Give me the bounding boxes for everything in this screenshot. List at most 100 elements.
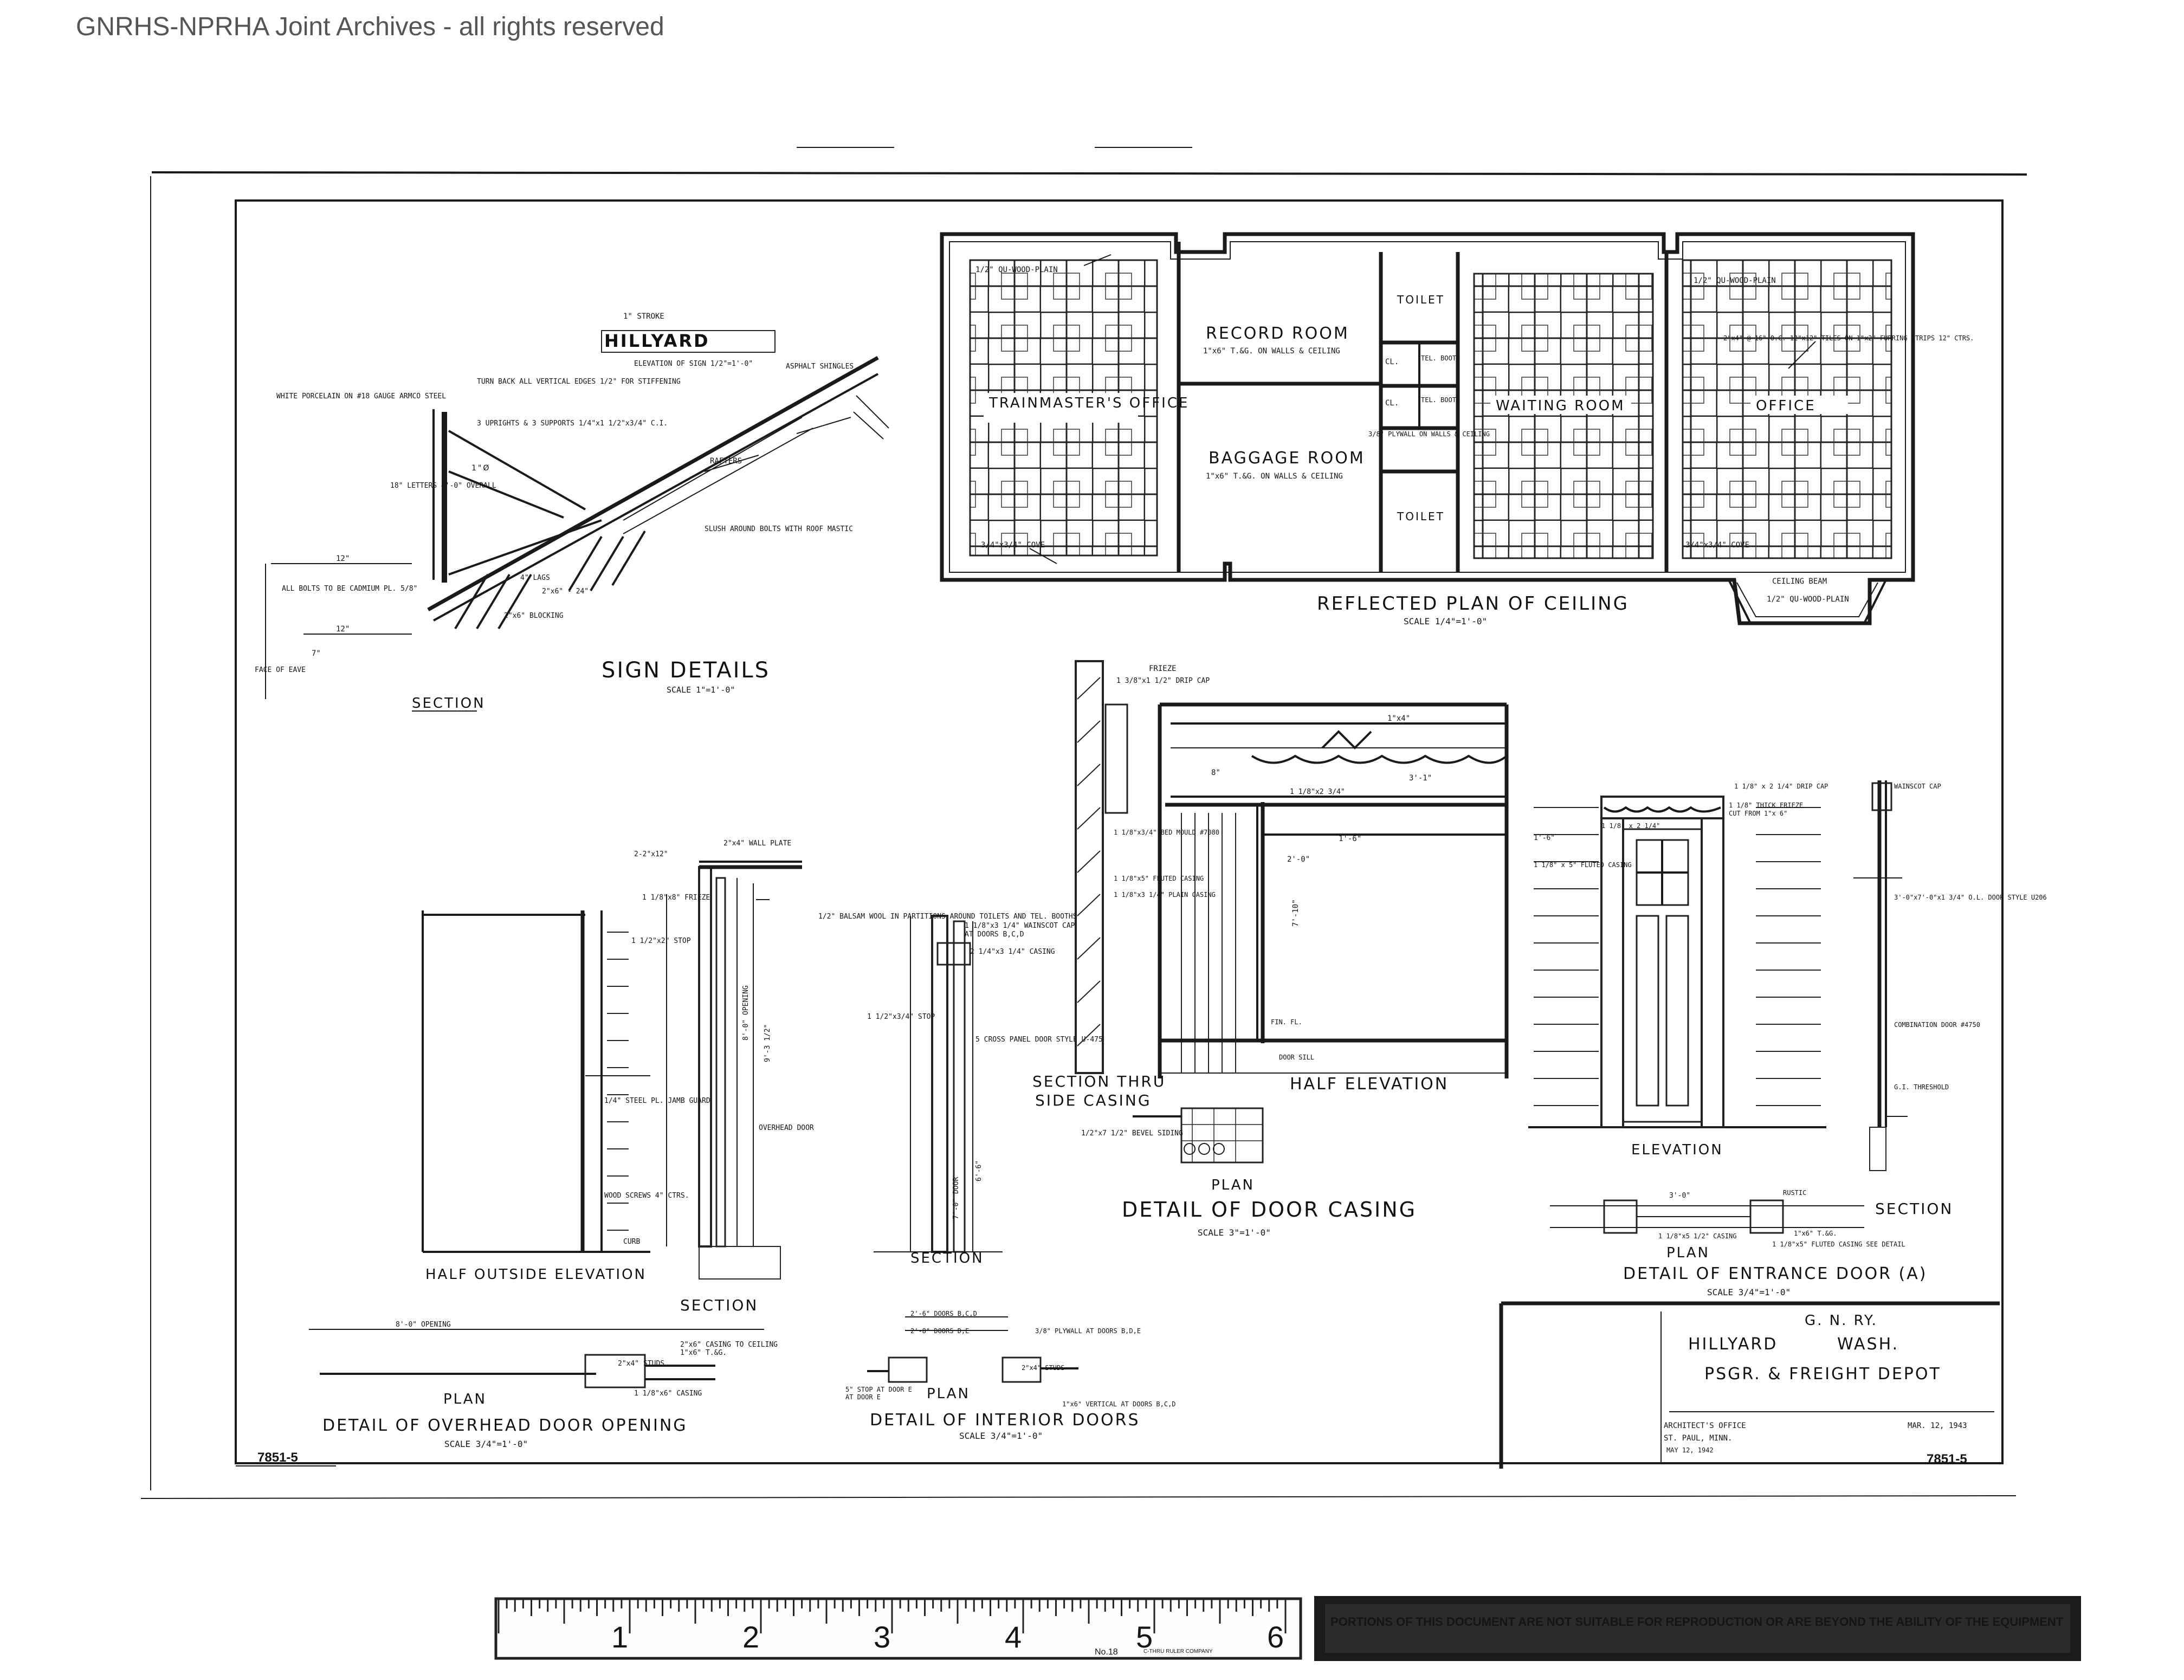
dc-dim-20: 2'-0" bbox=[1287, 855, 1310, 864]
room-waiting: WAITING ROOM bbox=[1496, 398, 1625, 414]
dc-fin-fl: FIN. FL. bbox=[1271, 1018, 1302, 1026]
ed-drip-cap: 1 1/8" x 2 1/4" DRIP CAP bbox=[1734, 783, 1828, 790]
id-scale: SCALE 3/4"=1'-0" bbox=[959, 1431, 1043, 1441]
sign-member: 2"x6" - 24" bbox=[542, 587, 589, 596]
od-studs: 2"x4" STUDS bbox=[618, 1360, 664, 1368]
tb-date: MAY 12, 1942 bbox=[1666, 1446, 1714, 1454]
id-vertical: 1"x6" VERTICAL AT DOORS B,C,D bbox=[1062, 1400, 1176, 1408]
sign-letters: 18" LETTERS 4'-0" OVERALL bbox=[390, 482, 496, 490]
id-panel-door: 5 CROSS PANEL DOOR STYLE U-475 bbox=[975, 1036, 1103, 1044]
dc-section-thru: SECTION THRU bbox=[1032, 1072, 1166, 1090]
id-dim-66: 6'-6" bbox=[975, 1160, 983, 1181]
sign-stroke-note: 1" STROKE bbox=[623, 312, 664, 321]
sign-dim-12b: 12" bbox=[336, 625, 350, 634]
ruler-maker: C-THRU RULER COMPANY bbox=[1143, 1649, 1213, 1655]
ruler-tick-1: 1 bbox=[611, 1620, 628, 1654]
ed-wainscot: WAINSCOT CAP bbox=[1894, 783, 1941, 790]
entrance-door-detail: 1 1/8" x 2 1/4" DRIP CAP 1 1/8" THICK FR… bbox=[1528, 780, 2047, 1297]
room-tel-booth-2: TEL. BOOTH bbox=[1421, 396, 1460, 404]
note-cove-1: 3/4"x3/4" COVE bbox=[981, 541, 1045, 550]
archive-notice: GNRHS-NPRHA Joint Archives - all rights … bbox=[76, 12, 664, 41]
ed-elevation: ELEVATION bbox=[1631, 1142, 1723, 1158]
ed-plan: PLAN bbox=[1666, 1245, 1710, 1261]
note-wood-plain-3: 1/2" QU-WOOD-PLAIN bbox=[1767, 595, 1849, 604]
record-room-note: 1"x6" T.&G. ON WALLS & CEILING bbox=[1203, 347, 1340, 356]
od-title: DETAIL OF OVERHEAD DOOR OPENING bbox=[322, 1416, 688, 1435]
od-overhead-door: OVERHEAD DOOR bbox=[759, 1124, 814, 1132]
ruler-tick-2: 2 bbox=[742, 1620, 759, 1654]
ruler-tick-4: 4 bbox=[1005, 1620, 1022, 1654]
note-plywall: 3/8" PLYWALL ON WALLS & CEILING bbox=[1368, 430, 1490, 438]
sheet-number-left: 7851-5 bbox=[257, 1450, 298, 1465]
tb-building: PSGR. & FREIGHT DEPOT bbox=[1704, 1365, 1941, 1384]
od-opening-h: 9'-3 1/2" bbox=[764, 1024, 772, 1062]
ed-cut-from: CUT FROM 1"x 6" bbox=[1729, 810, 1787, 817]
sign-porcelain: WHITE PORCELAIN ON #18 GAUGE ARMCO STEEL bbox=[276, 392, 446, 400]
od-screws: WOOD SCREWS 4" CTRS. bbox=[604, 1192, 689, 1200]
ed-tg: 1"x6" T.&G. bbox=[1794, 1230, 1837, 1237]
id-door-ht: 7'-0" DOOR bbox=[952, 1177, 960, 1219]
dc-frieze: FRIEZE bbox=[1149, 664, 1177, 673]
edge-notice: PORTIONS OF THIS DOCUMENT ARE NOT SUITAB… bbox=[1314, 1596, 2081, 1661]
id-section: SECTION bbox=[910, 1250, 984, 1267]
dc-dim-16: 1'-6" bbox=[1339, 835, 1361, 843]
od-half-elevation: HALF OUTSIDE ELEVATION bbox=[425, 1267, 647, 1283]
sign-dim-7: 7" bbox=[312, 649, 321, 658]
id-casing-doors: 2 1/4"x3 1/4" CASING bbox=[970, 948, 1055, 956]
tb-station: HILLYARD bbox=[1688, 1335, 1778, 1354]
od-wall-plate: 2"x4" WALL PLATE bbox=[723, 839, 791, 848]
od-frieze: 1 1/8"x8" FRIEZE bbox=[642, 894, 710, 902]
sign-elevation-note: ELEVATION OF SIGN 1/2"=1'-0" bbox=[634, 360, 753, 368]
sign-text: HILLYARD bbox=[604, 331, 710, 351]
room-office: OFFICE bbox=[1756, 398, 1816, 414]
od-scale: SCALE 3/4"=1'-0" bbox=[444, 1439, 528, 1449]
id-stop: 1 1/2"x3/4" STOP bbox=[867, 1013, 935, 1021]
ed-dim-16: 1'-6" bbox=[1534, 834, 1555, 842]
od-plan: PLAN bbox=[443, 1391, 487, 1407]
tb-state: WASH. bbox=[1837, 1335, 1899, 1354]
room-tel-booth-1: TEL. BOOTH bbox=[1421, 354, 1460, 362]
reflected-ceiling-plan: TRAINMASTER'S OFFICE RECORD ROOM 1"x6" T… bbox=[940, 232, 1974, 626]
ruler-tick-5: 5 bbox=[1136, 1620, 1153, 1654]
ruler-tick-3: 3 bbox=[874, 1620, 890, 1654]
ceiling-plan-scale: SCALE 1/4"=1'-0" bbox=[1404, 616, 1487, 626]
tb-city: ST. PAUL, MINN. bbox=[1664, 1434, 1732, 1443]
room-trainmaster: TRAINMASTER'S OFFICE bbox=[988, 395, 1189, 411]
id-plan: PLAN bbox=[927, 1386, 970, 1402]
note-furring: 2"x4" @ 16" O.C. 12"x12" TILES ON 1"x2" … bbox=[1723, 334, 1974, 342]
od-stop: 1 1/2"x2" STOP bbox=[631, 937, 691, 945]
id-doors-de: 2'-8" DOORS D,E bbox=[910, 1327, 969, 1335]
dc-scale: SCALE 3"=1'-0" bbox=[1198, 1227, 1271, 1238]
ed-door-spec: 3'-0"x7'-0"x1 3/4" O.L. DOOR STYLE U206 bbox=[1894, 894, 2047, 901]
note-wood-plain-1: 1/2" QU-WOOD-PLAIN bbox=[975, 266, 1058, 274]
id-doors-bcd: AT DOORS B,C,D bbox=[965, 931, 1024, 939]
dc-title: DETAIL OF DOOR CASING bbox=[1122, 1198, 1417, 1222]
od-casing: 1 1/8"x6" CASING bbox=[634, 1390, 702, 1398]
room-toilet-top: TOILET bbox=[1397, 293, 1445, 306]
sign-slush: SLUSH AROUND BOLTS WITH ROOF MASTIC bbox=[705, 525, 853, 533]
dc-plan: PLAN bbox=[1211, 1177, 1255, 1193]
interior-doors-detail: 1/2" BALSAM WOOL IN PARTITIONS AROUND TO… bbox=[818, 913, 1176, 1441]
note-ceiling-beam: CEILING BEAM bbox=[1772, 577, 1827, 586]
overhead-door-detail: 2"x4" WALL PLATE 2-2"x12" 1 1/8"x8" FRIE… bbox=[309, 839, 814, 1449]
od-tg: 1"x6" T.&G. bbox=[680, 1349, 727, 1357]
dc-fluted: 1 1/8"x5" FLUTED CASING bbox=[1114, 875, 1204, 882]
dc-dim-31: 3'-1" bbox=[1409, 774, 1432, 783]
dc-dim-8: 8" bbox=[1211, 768, 1220, 777]
od-casing-ceiling: 2"x6" CASING TO CEILING bbox=[680, 1341, 778, 1349]
dc-bevel: 1/2"x7 1/2" BEVEL SIDING bbox=[1081, 1129, 1183, 1138]
dc-dim-710: 7'-10" bbox=[1291, 899, 1300, 927]
id-balsam: 1/2" BALSAM WOOL IN PARTITIONS AROUND TO… bbox=[818, 913, 1077, 921]
ed-fluted: 1 1/8" x 5" FLUTED CASING bbox=[1534, 861, 1632, 869]
dc-door-sill: DOOR SILL bbox=[1279, 1054, 1314, 1061]
room-cl-1: CL. bbox=[1385, 358, 1399, 366]
tb-office: ARCHITECT'S OFFICE bbox=[1664, 1421, 1746, 1430]
ed-threshold: G.I. THRESHOLD bbox=[1894, 1083, 1949, 1091]
id-studs: 2"x4" STUDS bbox=[1022, 1364, 1064, 1372]
ed-dim-30: 3'-0" bbox=[1669, 1192, 1690, 1200]
sign-turn-back: TURN BACK ALL VERTICAL EDGES 1/2" FOR ST… bbox=[477, 378, 681, 386]
ceiling-plan-title: REFLECTED PLAN OF CEILING bbox=[1317, 593, 1629, 615]
door-casing-detail: FRIEZE 1 3/8"x1 1/2" DRIP CAP 8" 1"x4" 3… bbox=[1032, 660, 1509, 1238]
ed-fluted-plan: 1 1/8"x5" FLUTED CASING SEE DETAIL bbox=[1772, 1240, 1905, 1248]
id-stop-e: 5" STOP AT DOOR E bbox=[845, 1386, 912, 1393]
